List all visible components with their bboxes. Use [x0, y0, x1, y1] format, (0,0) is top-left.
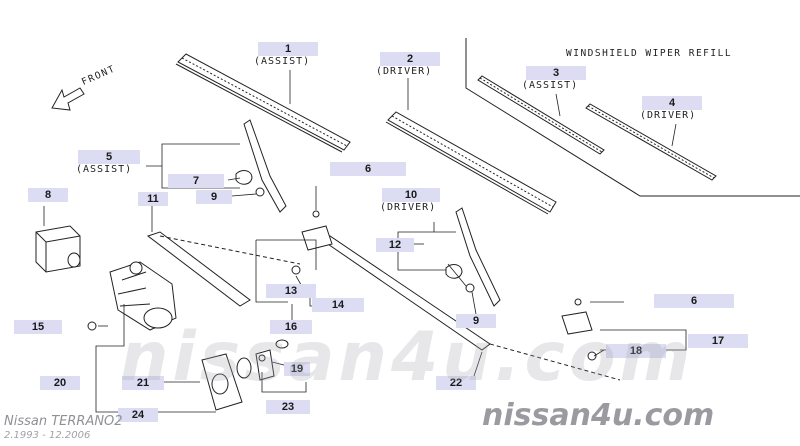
callout-18[interactable]: 18 — [606, 344, 666, 358]
callout-22[interactable]: 22 — [436, 376, 476, 390]
wiper-blade-driver — [385, 111, 557, 215]
front-arrow-icon — [51, 87, 85, 111]
callout-4-sub: (DRIVER) — [640, 110, 697, 121]
callout-1-sub: (ASSIST) — [254, 56, 311, 67]
callout-4[interactable]: 4 — [642, 96, 702, 110]
callout-24[interactable]: 24 — [118, 408, 158, 422]
callout-15[interactable]: 15 — [14, 320, 62, 334]
callout-7[interactable]: 7 — [168, 174, 224, 188]
callout-21[interactable]: 21 — [122, 376, 164, 390]
model-name: Nissan TERRANO2 — [4, 414, 123, 429]
callout-23[interactable]: 23 — [266, 400, 310, 414]
wiper-motor-assembly — [109, 261, 177, 331]
callout-20[interactable]: 20 — [40, 376, 80, 390]
refill-assist — [477, 75, 605, 155]
seal-parts — [255, 339, 289, 381]
wiper-arm-assist — [235, 119, 287, 213]
callout-17[interactable]: 17 — [688, 334, 748, 348]
refill-section-border — [465, 38, 800, 197]
callout-10[interactable]: 10 — [382, 188, 440, 202]
callout-2[interactable]: 2 — [380, 52, 440, 66]
callout-13[interactable]: 13 — [266, 284, 316, 298]
linkage-rod-11 — [146, 231, 251, 307]
refill-driver — [585, 103, 717, 181]
callout-11[interactable]: 11 — [138, 192, 168, 206]
callout-6-right[interactable]: 6 — [654, 294, 734, 308]
callout-3-sub: (ASSIST) — [522, 80, 579, 91]
callout-12[interactable]: 12 — [376, 238, 414, 252]
pivot-assembly-driver — [291, 210, 333, 275]
callout-14[interactable]: 14 — [312, 298, 364, 312]
pivot-assembly-assist — [489, 298, 621, 381]
motor-cover-plate — [201, 353, 252, 411]
callout-9-left[interactable]: 9 — [196, 190, 232, 204]
callout-8[interactable]: 8 — [28, 188, 68, 202]
callout-9-right[interactable]: 9 — [456, 314, 496, 328]
callout-2-sub: (DRIVER) — [376, 66, 433, 77]
callout-3[interactable]: 3 — [526, 66, 586, 80]
watermark-bottom: nissan4u.com — [482, 398, 715, 433]
callout-5-sub: (ASSIST) — [76, 164, 133, 175]
callout-6-top[interactable]: 6 — [330, 162, 406, 176]
callout-16[interactable]: 16 — [270, 320, 312, 334]
wiper-arm-driver — [445, 207, 501, 307]
model-years: 2.1993 - 12.2006 — [4, 430, 91, 441]
callout-10-sub: (DRIVER) — [380, 202, 437, 213]
watermark-center: nissan4u.com — [120, 318, 695, 397]
linkage-dashed — [159, 235, 301, 265]
refill-heading: WINDSHIELD WIPER REFILL — [566, 48, 733, 59]
callout-19[interactable]: 19 — [284, 362, 310, 376]
bolt-15 — [87, 321, 97, 331]
wiper-blade-assist — [175, 53, 351, 153]
wiper-motor-small — [35, 225, 81, 273]
callout-5[interactable]: 5 — [78, 150, 140, 164]
callout-1[interactable]: 1 — [258, 42, 318, 56]
